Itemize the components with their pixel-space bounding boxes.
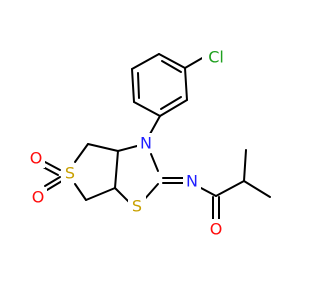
bond-double bbox=[44, 176, 61, 187]
bond bbox=[200, 187, 217, 197]
bond-double bbox=[46, 180, 63, 191]
bond bbox=[114, 187, 131, 204]
bond bbox=[133, 101, 161, 117]
bond bbox=[149, 115, 161, 135]
bond bbox=[131, 53, 160, 70]
bond-double bbox=[42, 166, 59, 176]
atom-label-chlorine: Cl bbox=[208, 48, 224, 67]
bond-double bbox=[44, 161, 61, 171]
bond bbox=[243, 149, 247, 182]
atom-label-sulfur-thiazole: S bbox=[132, 197, 142, 216]
atom-label-nitrogen-ring: N bbox=[140, 134, 152, 153]
atom-labels: Cl N N S S O O O bbox=[27, 47, 230, 239]
bond bbox=[117, 145, 138, 152]
bond bbox=[74, 143, 89, 163]
bond-aromatic bbox=[161, 60, 182, 73]
bond bbox=[74, 183, 87, 201]
bond bbox=[158, 53, 186, 69]
atom-label-sulfur-sulfone: S bbox=[65, 164, 75, 183]
bond bbox=[131, 68, 135, 103]
bond bbox=[114, 150, 119, 189]
bond bbox=[184, 56, 205, 69]
bond-aromatic bbox=[160, 96, 182, 110]
bond bbox=[159, 99, 188, 117]
atom-label-oxygen-sulfone-top: O bbox=[30, 149, 43, 168]
bond bbox=[87, 143, 119, 152]
atom-label-nitrogen-imine: N bbox=[186, 172, 198, 191]
bond bbox=[85, 187, 116, 201]
atom-label-oxygen-carbonyl: O bbox=[210, 220, 223, 239]
bond bbox=[184, 67, 188, 101]
bond bbox=[150, 153, 159, 172]
molecule-structure-diagram: Cl N N S S O O O bbox=[27, 47, 271, 239]
bond bbox=[215, 180, 245, 197]
bond-aromatic bbox=[137, 72, 140, 99]
bond bbox=[243, 180, 271, 198]
atom-label-oxygen-sulfone-bottom: O bbox=[32, 188, 45, 207]
bonds bbox=[42, 53, 271, 221]
